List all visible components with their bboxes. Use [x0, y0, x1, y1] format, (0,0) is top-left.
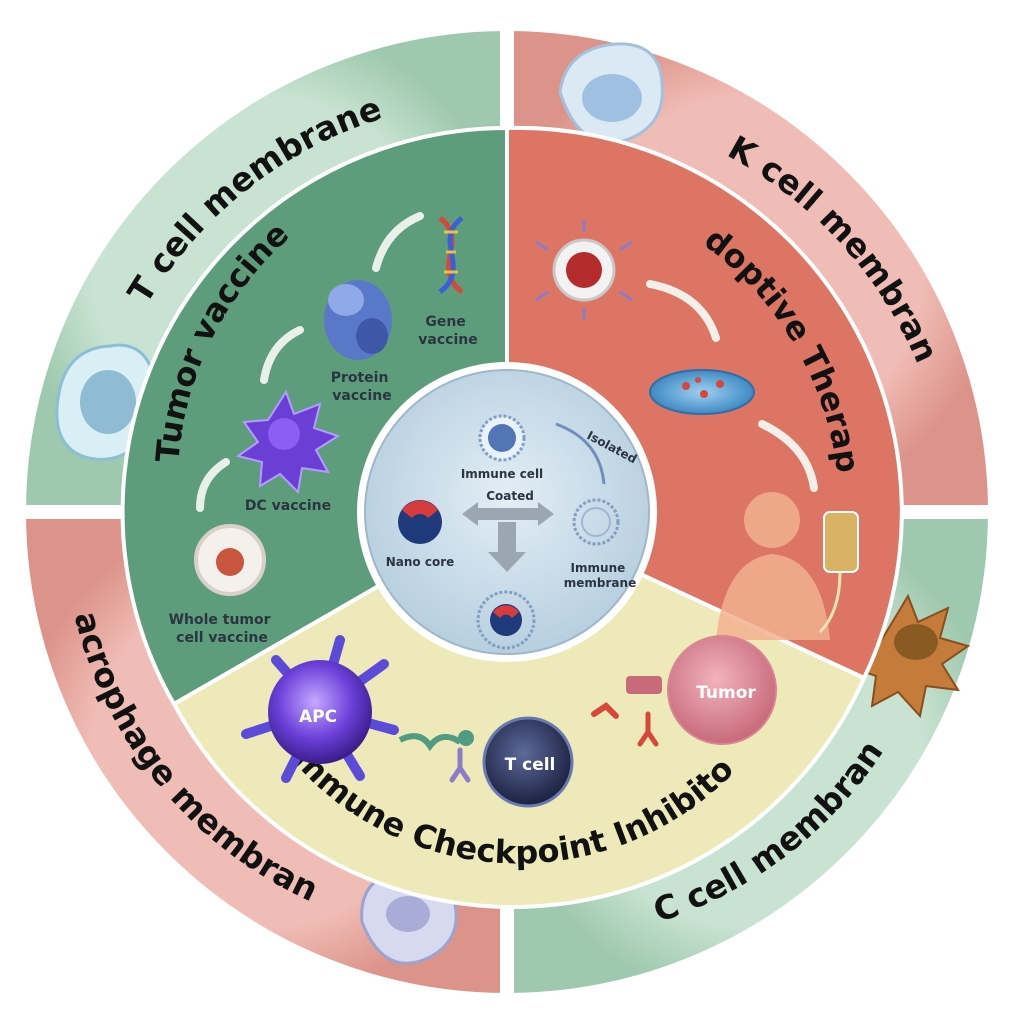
- coated-arrows-icon: [462, 502, 554, 572]
- protein-vaccine-label: Protein vaccine: [331, 370, 394, 404]
- whole-tumor-cell-illustration: [194, 524, 266, 596]
- dna-helix-icon: [438, 215, 464, 294]
- coated-label: Coated: [486, 489, 534, 503]
- nano-core-label: Nano core: [386, 555, 455, 569]
- tumor-illustration: [626, 635, 777, 745]
- coated-nanoparticle-icon: [476, 590, 536, 650]
- adoptive-process-arrows: [646, 280, 818, 492]
- patient-infusion-illustration: [716, 492, 859, 640]
- arrow-icon: [196, 458, 230, 512]
- t-cell-label: T cell: [505, 755, 556, 775]
- apc-illustration: [241, 635, 399, 783]
- immune-membrane-icon: [572, 498, 620, 546]
- whole-tumor-cell-vaccine-label: Whole tumor cell vaccine: [169, 612, 276, 646]
- dc-vaccine-label: DC vaccine: [245, 498, 331, 514]
- arrow-icon: [260, 326, 304, 384]
- immune-cell-icon: [478, 414, 526, 462]
- culture-dish-illustration: [649, 369, 755, 415]
- tumor-label: Tumor: [696, 683, 756, 703]
- t-cell-icon: [482, 716, 574, 808]
- antibody-icon: [449, 702, 659, 783]
- isolated-arrow-icon: [555, 422, 606, 485]
- arrow-icon: [372, 212, 424, 272]
- gene-vaccine-label: Gene vaccine: [418, 314, 477, 348]
- immune-membrane-label: Immune membrane: [564, 561, 636, 590]
- dc-vaccine-illustration: [235, 389, 341, 495]
- arrow-icon: [758, 420, 818, 492]
- vaccine-progression-arrows: [196, 212, 424, 512]
- protein-vaccine-illustration: [324, 280, 392, 360]
- nano-core-icon: [398, 500, 442, 544]
- apc-label: APC: [299, 707, 337, 727]
- immune-cell-label: Immune cell: [461, 467, 543, 481]
- checkpoint-inhibitor-sector: [171, 509, 867, 909]
- arrow-icon: [646, 280, 720, 342]
- engineered-cell-illustration: [535, 220, 633, 320]
- checkpoint-binding-icon: [398, 730, 474, 752]
